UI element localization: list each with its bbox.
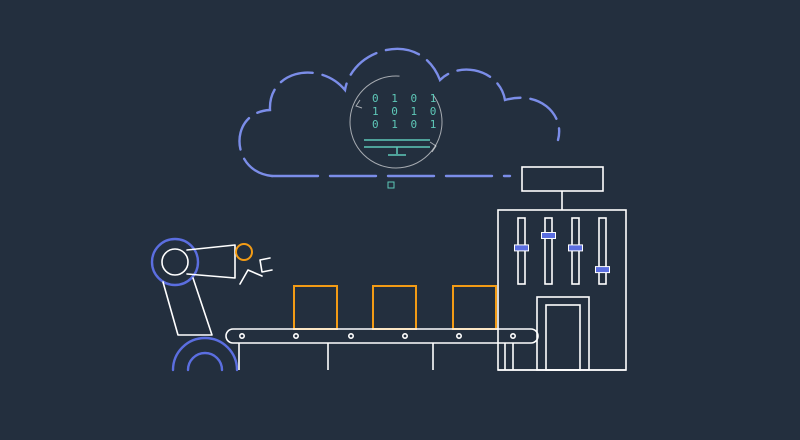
cloud-icon	[238, 47, 561, 178]
box-group	[293, 285, 497, 330]
slider-knob	[568, 244, 583, 252]
slider-knob	[595, 266, 610, 274]
factory-icon	[497, 166, 627, 371]
binary-row: 0 1 0 1	[372, 92, 439, 105]
slider-group	[517, 217, 607, 285]
box	[293, 285, 338, 330]
refresh-arc-icon	[349, 75, 443, 169]
conveyor-icon	[225, 328, 539, 370]
arrow-head-icon	[429, 141, 437, 153]
arrow-head-icon	[355, 99, 363, 109]
box	[452, 285, 497, 330]
slider-knob	[514, 244, 529, 252]
slider-track	[598, 217, 607, 285]
robot-arm-icon	[150, 237, 273, 372]
slider-knobs	[514, 232, 610, 274]
data-packet-icon	[387, 181, 395, 189]
binary-row: 0 1 0 1	[372, 118, 439, 131]
binary-row: 1 0 1 0	[372, 105, 439, 118]
monitor-icon: 0 1 0 1 1 0 1 0 0 1 0 1	[349, 75, 443, 189]
box	[372, 285, 417, 330]
slider-knob	[541, 232, 556, 239]
slider-track	[544, 217, 553, 285]
